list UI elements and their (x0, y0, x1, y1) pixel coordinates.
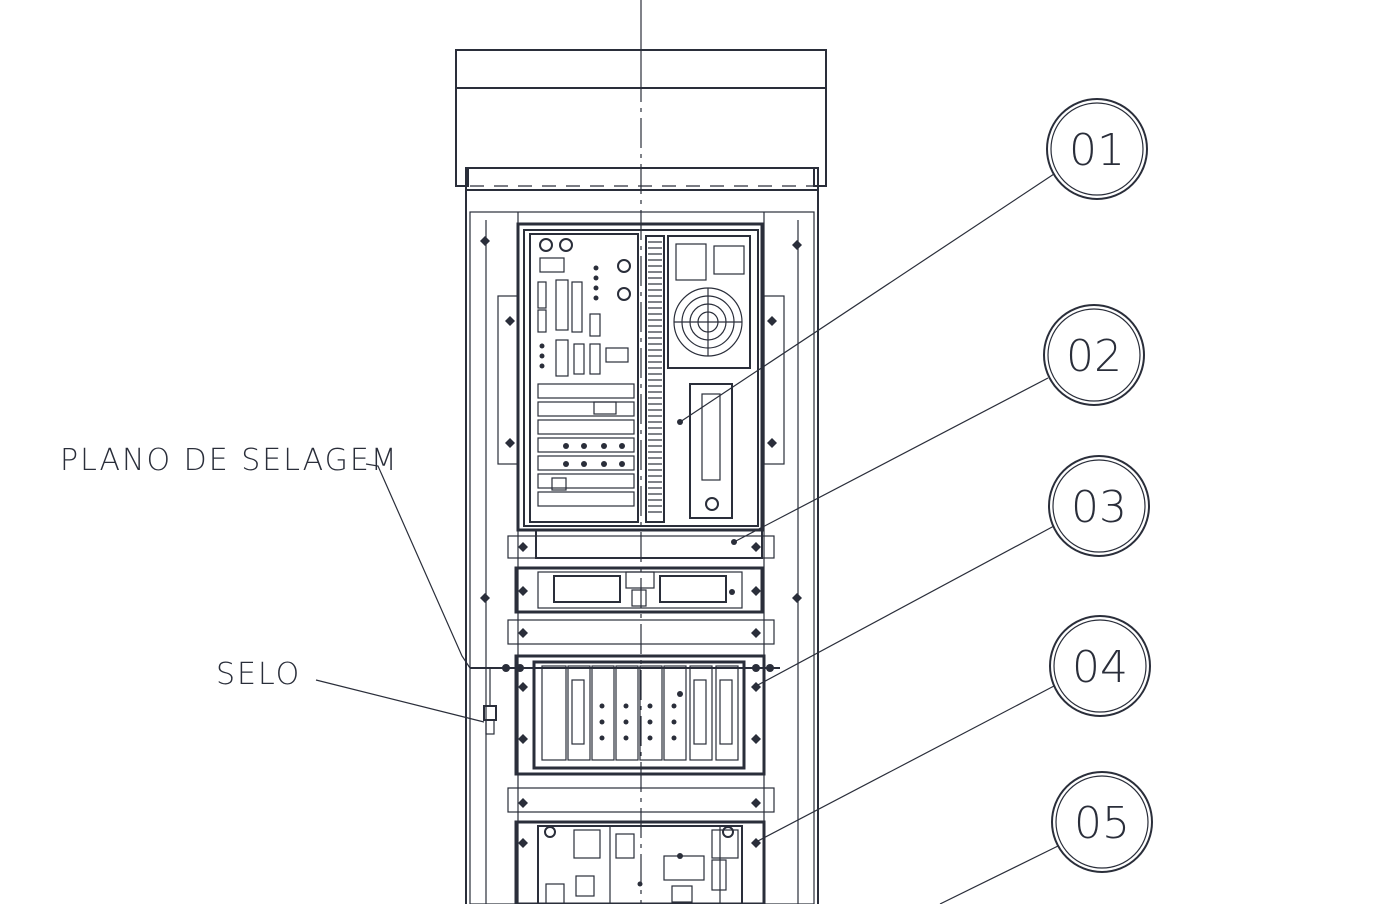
callout-05: 05 (1051, 771, 1153, 873)
callout-01: 01 (1046, 98, 1148, 200)
callout-02: 02 (1043, 304, 1145, 406)
seal-device (483, 668, 497, 735)
lower-module (507, 787, 775, 904)
callout-05-number: 05 (1074, 798, 1130, 849)
display-module (507, 529, 775, 645)
callout-04: 04 (1049, 615, 1151, 717)
callout-02-number: 02 (1066, 331, 1122, 382)
callout-03-number: 03 (1071, 482, 1127, 533)
computer-module (516, 222, 764, 532)
callout-03: 03 (1048, 455, 1150, 557)
leader-lines (315, 173, 1059, 904)
cabinet-hood (455, 49, 827, 191)
callout-04-number: 04 (1072, 642, 1128, 693)
vent-grille (645, 235, 665, 523)
callout-01-number: 01 (1069, 125, 1125, 176)
sealing-plane-label: PLANO DE SELAGEM (60, 443, 399, 478)
card-rack-module (470, 654, 780, 776)
seal-label: SELO (216, 657, 301, 692)
